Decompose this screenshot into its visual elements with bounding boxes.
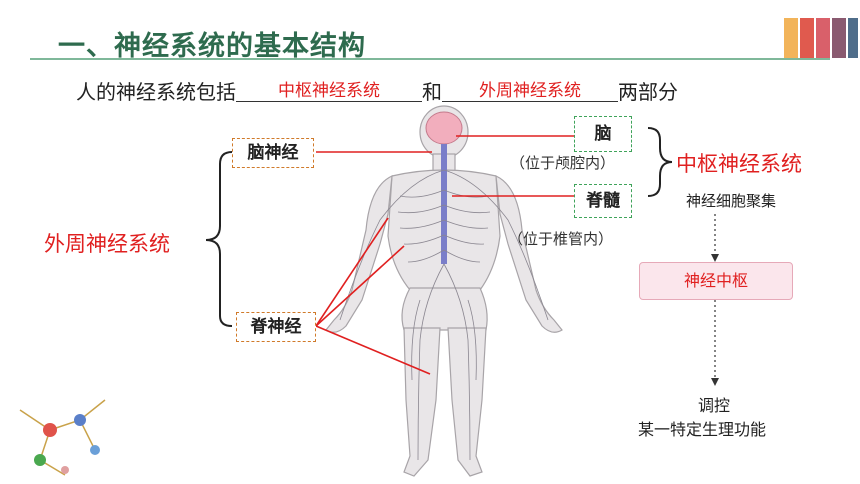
peripheral-nervous-system-label: 外周神经系统 (44, 232, 170, 256)
spinal-nerve-box: 脊神经 (236, 312, 316, 342)
title-underline (30, 58, 830, 60)
cell-cluster-label: 神经细胞聚集 (686, 192, 777, 210)
brain-box: 脑 (574, 116, 632, 152)
blank-central: 中枢神经系统 (236, 76, 422, 102)
blank-peripheral: 外周神经系统 (442, 76, 618, 102)
intro-sentence: 人的神经系统包括中枢神经系统和外周神经系统两部分 (76, 76, 678, 105)
intro-suffix: 两部分 (618, 80, 678, 104)
regulate-label: 调控 (698, 396, 731, 415)
spinal-cord-box: 脊髓 (574, 184, 632, 218)
page-title: 一、神经系统的基本结构 (58, 31, 366, 62)
intro-prefix: 人的神经系统包括 (76, 80, 236, 104)
nerve-center-box: 神经中枢 (639, 262, 793, 300)
cranial-nerve-box: 脑神经 (232, 138, 314, 168)
title-bar: 一、神经系统的基本结构 (0, 10, 860, 66)
intro-middle: 和 (422, 80, 442, 104)
spinal-cord-location-note: （位于椎管内） (508, 230, 614, 248)
central-nervous-system-label: 中枢神经系统 (676, 152, 802, 176)
brain-location-note: （位于颅腔内） (510, 154, 616, 172)
function-label: 某一特定生理功能 (638, 420, 767, 439)
neuron-cluster-icon (19, 399, 106, 476)
